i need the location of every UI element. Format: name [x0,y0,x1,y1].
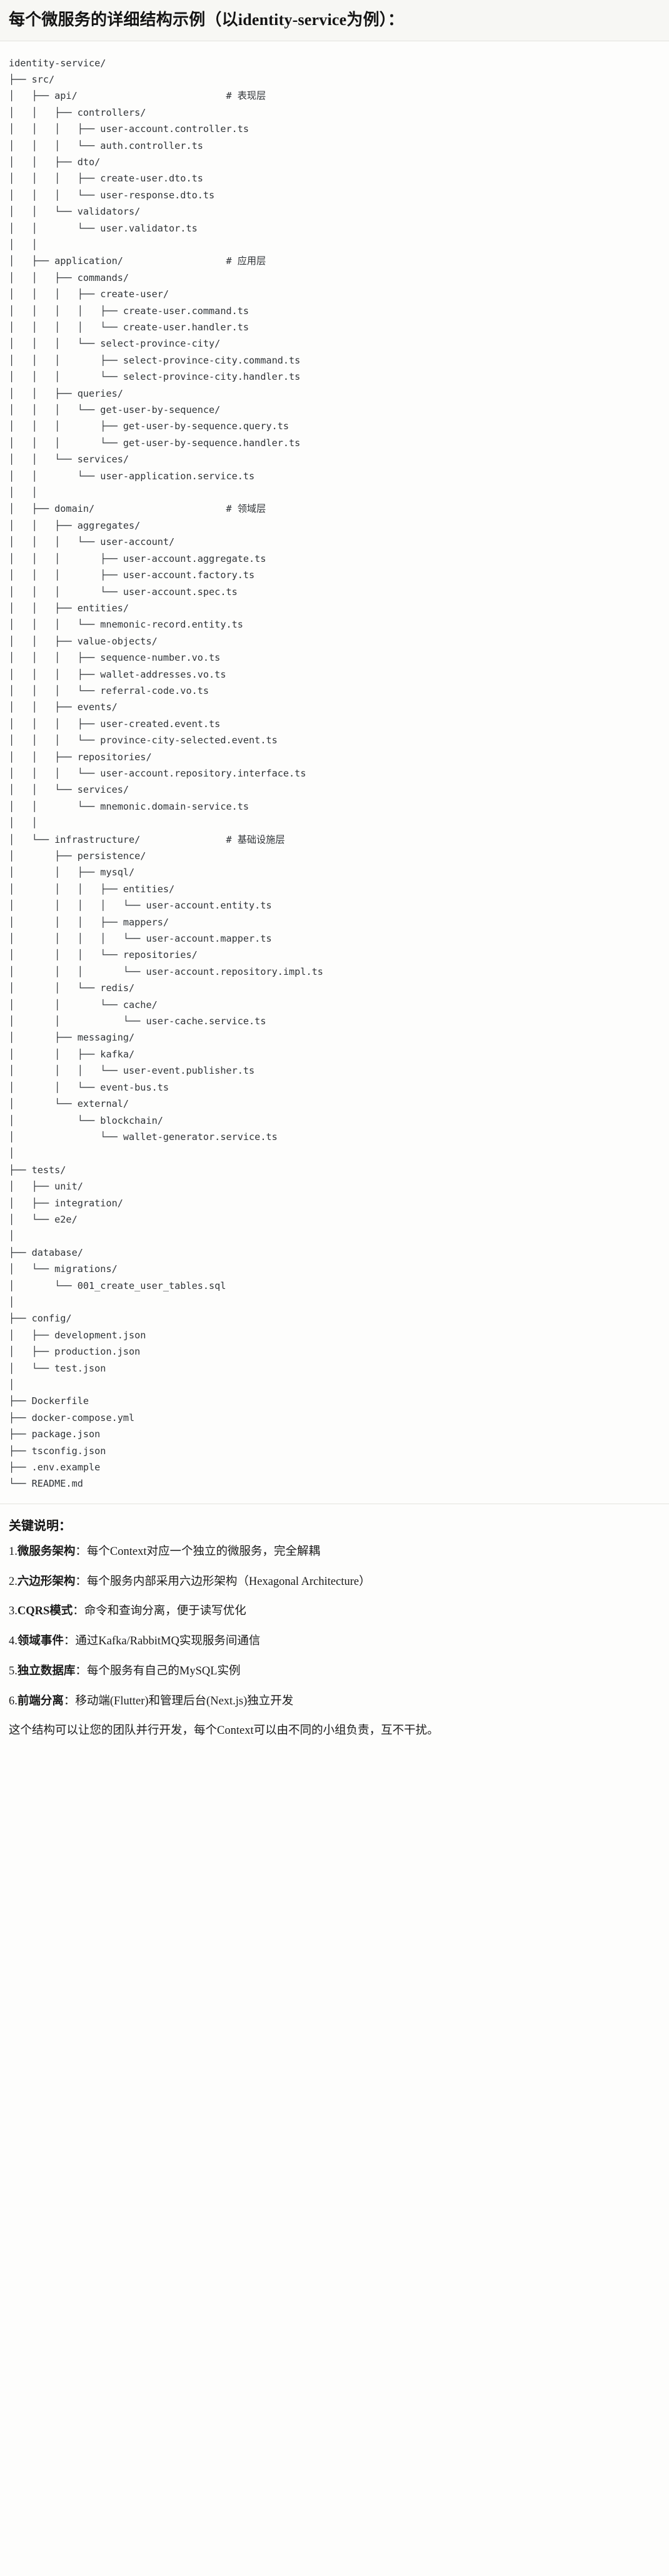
list-item-label: CQRS模式 [17,1605,73,1618]
key-notes-title: 关键说明： [9,1519,71,1533]
list-item-number: 3. [9,1605,18,1618]
list-item-label: 前端分离 [17,1694,64,1708]
directory-tree: identity-service/ ├── src/ │ ├── api/ # … [9,57,323,1490]
closing-paragraph: 这个结构可以让您的团队并行开发，每个Context可以由不同的小组负责，互不干扰… [9,1724,439,1738]
list-item-text: ：通过Kafka/RabbitMQ实现服务间通信 [63,1635,261,1648]
key-notes-list: 1.微服务架构：每个Context对应一个独立的微服务，完全解耦 2.六边形架构… [9,1544,660,1711]
list-item-text: ：移动端(Flutter)和管理后台(Next.js)独立开发 [63,1694,294,1708]
list-item: 1.微服务架构：每个Context对应一个独立的微服务，完全解耦 [9,1544,660,1561]
list-item: 5.独立数据库：每个服务有自己的MySQL实例 [9,1663,660,1681]
list-item: 2.六边形架构：每个服务内部采用六边形架构（Hexagonal Architec… [9,1574,660,1591]
list-item-label: 六边形架构 [17,1575,76,1588]
document-header: 每个微服务的详细结构示例（以identity-service为例）： [0,0,669,41]
directory-tree-block: identity-service/ ├── src/ │ ├── api/ # … [0,41,669,1504]
list-item: 6.前端分离：移动端(Flutter)和管理后台(Next.js)独立开发 [9,1693,660,1711]
page-title: 每个微服务的详细结构示例（以identity-service为例）： [9,11,405,29]
list-item: 3.CQRS模式：命令和查询分离，便于读写优化 [9,1603,660,1621]
list-item-number: 2. [9,1575,18,1588]
list-item-label: 领域事件 [17,1635,64,1648]
list-item-number: 4. [9,1635,18,1648]
list-item-label: 微服务架构 [17,1545,76,1558]
list-item-label: 独立数据库 [17,1664,76,1677]
key-notes-section: 关键说明： 1.微服务架构：每个Context对应一个独立的微服务，完全解耦 2… [0,1503,669,1749]
list-item-number: 6. [9,1694,18,1708]
list-item-text: ：每个服务有自己的MySQL实例 [75,1664,241,1677]
list-item: 4.领域事件：通过Kafka/RabbitMQ实现服务间通信 [9,1633,660,1651]
list-item-number: 1. [9,1545,18,1558]
list-item-number: 5. [9,1664,18,1677]
list-item-text: ：命令和查询分离，便于读写优化 [73,1605,246,1618]
list-item-text: ：每个服务内部采用六边形架构（Hexagonal Architecture） [75,1575,371,1588]
list-item-text: ：每个Context对应一个独立的微服务，完全解耦 [75,1545,320,1558]
